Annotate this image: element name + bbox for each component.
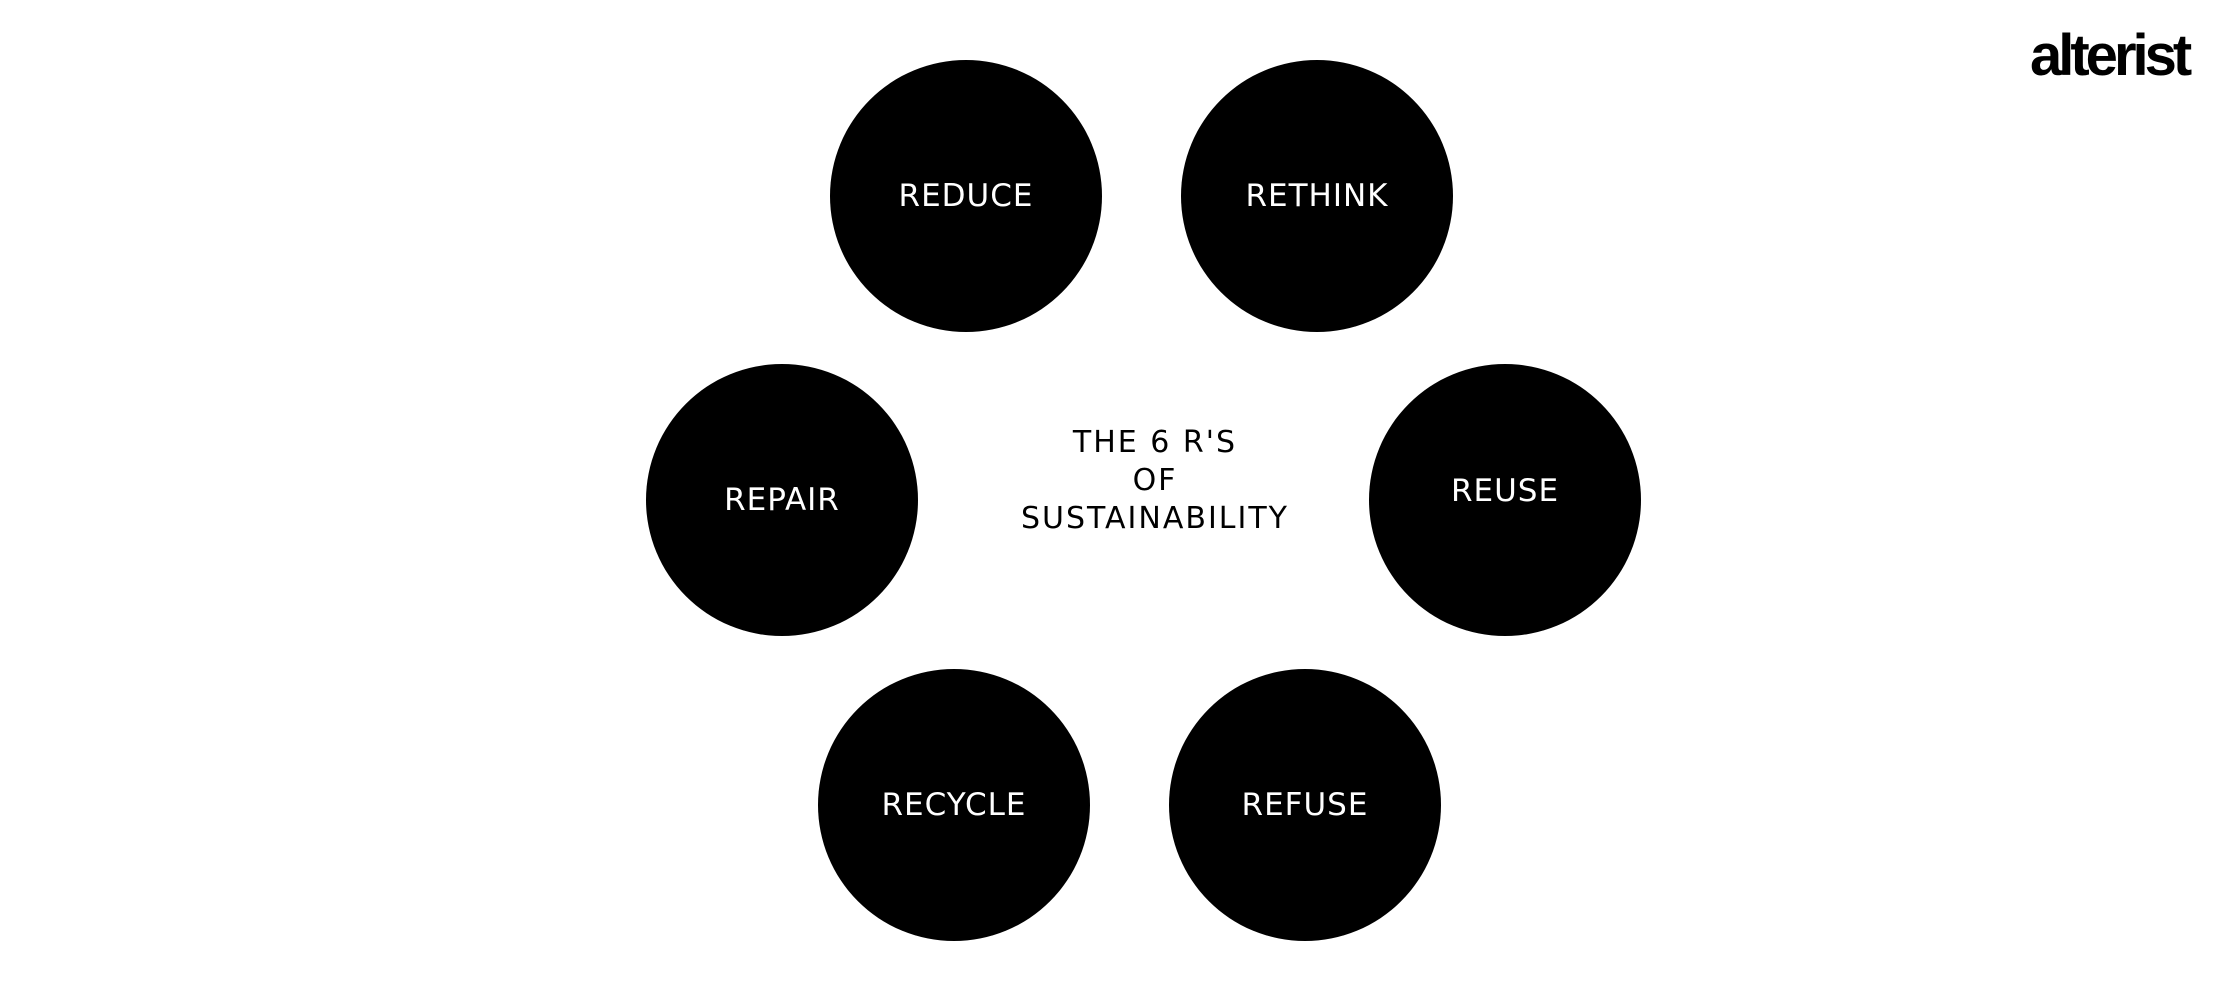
circle-recycle: RECYCLE bbox=[818, 669, 1090, 941]
circle-refuse: REFUSE bbox=[1169, 669, 1441, 941]
circle-reduce: REDUCE bbox=[830, 60, 1102, 332]
circle-rethink: RETHINK bbox=[1181, 60, 1453, 332]
circle-repair: REPAIR bbox=[646, 364, 918, 636]
alterist-logo: alterist bbox=[2030, 23, 2192, 88]
title-line-3: SUSTAINABILITY bbox=[1020, 501, 1289, 536]
label-repair: REPAIR bbox=[724, 482, 840, 518]
title-line-1: THE 6 R'S bbox=[1072, 425, 1238, 460]
diagram-title: THE 6 R'S OF SUSTAINABILITY bbox=[1000, 424, 1310, 538]
label-refuse: REFUSE bbox=[1241, 787, 1369, 823]
circle-reuse: REUSE bbox=[1369, 364, 1641, 636]
label-recycle: RECYCLE bbox=[881, 787, 1027, 823]
label-rethink: RETHINK bbox=[1245, 178, 1389, 214]
label-reuse: REUSE bbox=[1450, 473, 1560, 509]
title-line-2: OF bbox=[1132, 463, 1178, 498]
label-reduce: REDUCE bbox=[898, 178, 1034, 214]
